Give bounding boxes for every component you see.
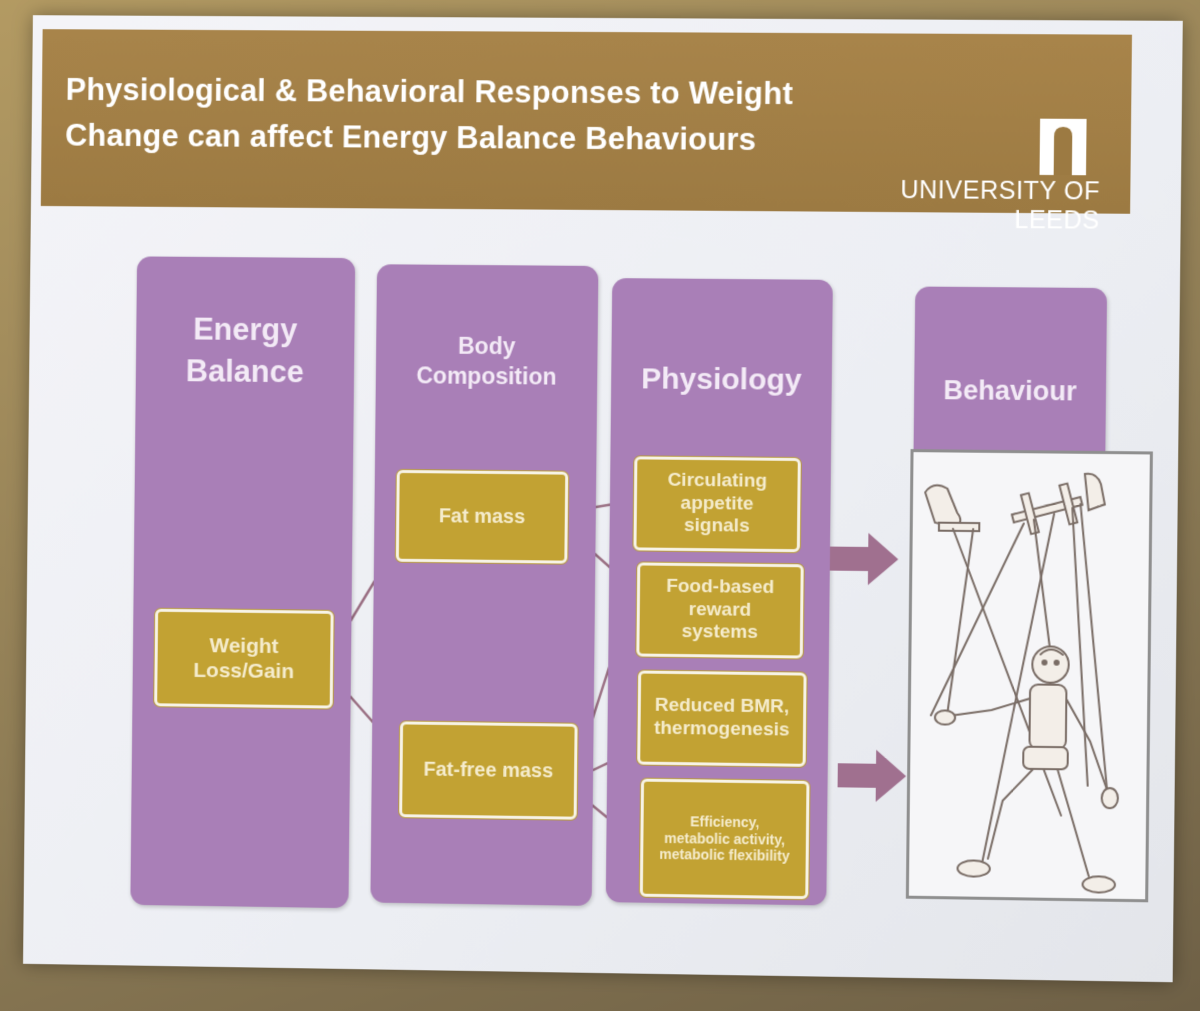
university-name: UNIVERSITY OF LEEDS: [900, 176, 1101, 235]
box-line-1: Food-based: [666, 575, 775, 598]
box-line-1: Reduced BMR,: [654, 694, 790, 718]
box-line-1: Weight: [209, 634, 279, 658]
box-line-2: metabolic activity,: [664, 829, 786, 848]
column-heading-body-composition: Body Composition: [376, 330, 598, 392]
box-line-3: metabolic flexibility: [659, 846, 790, 865]
slide-title-line-2: Change can affect Energy Balance Behavio…: [65, 117, 757, 158]
column-behaviour: Behaviour: [913, 286, 1108, 466]
slide-title-line-1: Physiological & Behavioral Responses to …: [65, 72, 794, 112]
box-fat-free-mass: Fat-free mass: [399, 721, 578, 820]
behaviour-illustration-frame: [905, 449, 1153, 903]
box-line-2: reward: [688, 598, 752, 621]
box-line-2: appetite: [680, 492, 754, 515]
box-food-based-reward-systems: Food-based reward systems: [636, 562, 804, 659]
leeds-tower-logo-icon: [1039, 118, 1087, 176]
marionette-puppet-illustration: [909, 452, 1150, 899]
box-fat-mass: Fat mass: [395, 469, 569, 564]
column-heading-energy-balance: Energy Balance: [136, 308, 355, 394]
box-line-2: thermogenesis: [653, 717, 790, 741]
box-line-1: Circulating: [667, 469, 768, 492]
box-weight-loss-gain: Weight Loss/Gain: [154, 608, 334, 709]
column-heading-behaviour: Behaviour: [943, 375, 1077, 407]
box-line-2: Loss/Gain: [193, 658, 295, 684]
column-energy-balance: Energy Balance: [130, 256, 356, 909]
column-heading-physiology: Physiology: [641, 362, 802, 397]
box-efficiency-metabolic: Efficiency, metabolic activity, metaboli…: [639, 778, 810, 900]
box-line-3: systems: [681, 621, 758, 644]
box-reduced-bmr-thermogenesis: Reduced BMR, thermogenesis: [637, 670, 807, 767]
box-line-1: Efficiency,: [690, 813, 760, 831]
box-line-3: signals: [683, 515, 750, 538]
heading-line-2: Composition: [416, 362, 557, 390]
heading-line-1: Energy: [193, 311, 298, 348]
presentation-slide: Physiological & Behavioral Responses to …: [23, 15, 1183, 983]
right-arrow-icon: [829, 532, 899, 586]
box-circulating-appetite-signals: Circulating appetite signals: [633, 456, 801, 553]
heading-line-1: Body: [457, 332, 516, 360]
heading-line-2: Balance: [185, 353, 305, 390]
slide-title: Physiological & Behavioral Responses to …: [65, 67, 843, 164]
right-arrow-icon: [837, 749, 907, 803]
